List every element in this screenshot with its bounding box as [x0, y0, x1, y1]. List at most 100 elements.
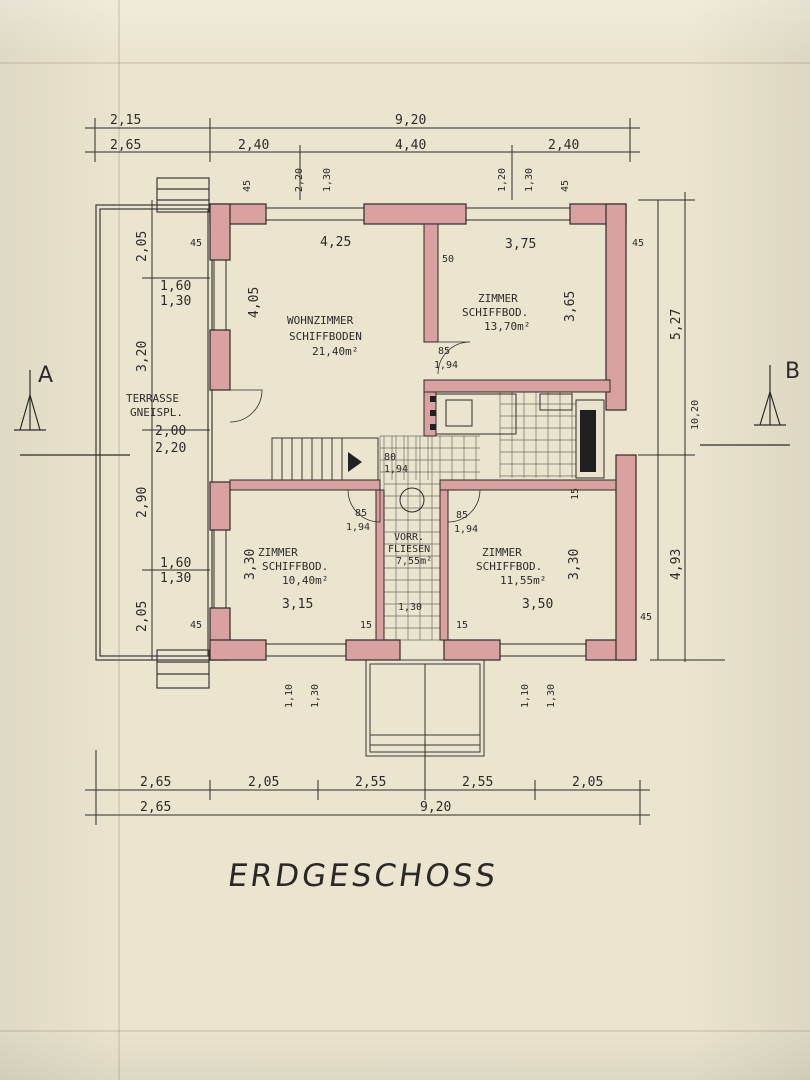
door-label: 1,94	[384, 464, 408, 475]
room-se-width: 3,50	[522, 597, 553, 612]
wall-label: 45	[640, 612, 652, 623]
bottom-dimension-lines	[85, 740, 650, 825]
room-se-name: ZIMMER	[482, 546, 522, 559]
dim-left: 2,05	[135, 601, 150, 632]
dim-top: 2,40	[238, 138, 269, 153]
terrace-floor: GNEISPL.	[130, 406, 183, 419]
exterior-walls	[209, 203, 637, 661]
bathtub-icon	[580, 410, 596, 472]
room-living-depth: 4,05	[247, 287, 262, 318]
dim-left: 1,30	[160, 571, 191, 586]
dim-top: 2,15	[110, 113, 141, 128]
wall-label: 15	[570, 488, 581, 500]
door-label: 80	[384, 452, 396, 463]
room-ne-name: ZIMMER	[478, 292, 518, 305]
door-label: 1,94	[346, 522, 370, 533]
dim-right: 5,27	[669, 309, 684, 340]
room-se-depth: 3,30	[567, 549, 582, 580]
room-se-floor: SCHIFFBOD.	[476, 560, 542, 573]
door-label: 1,94	[454, 524, 478, 535]
dim-window: 1,30	[310, 684, 321, 708]
dim-left: 1,60	[160, 279, 191, 294]
dim-bottom: 2,55	[355, 775, 386, 790]
fold-line	[0, 62, 810, 64]
wall-label: 15	[360, 620, 372, 631]
dim-window: 1,30	[524, 168, 535, 192]
wall-label: 45	[560, 180, 571, 192]
wall-label: 45	[632, 238, 644, 249]
dim-left: 1,30	[160, 294, 191, 309]
dim-bottom: 2,65	[140, 800, 171, 815]
section-marker-b	[700, 365, 790, 446]
dim-left: 2,05	[135, 231, 150, 262]
hall-width: 1,30	[398, 602, 422, 613]
dim-bottom: 2,05	[572, 775, 603, 790]
room-living-name: WOHNZIMMER	[287, 314, 354, 327]
door-label: 85	[438, 346, 450, 357]
drawing-title: ERDGESCHOSS	[225, 858, 501, 894]
dim-top: 4,40	[395, 138, 426, 153]
dim-bottom-total: 9,20	[420, 800, 451, 815]
door-label: 85	[355, 508, 367, 519]
dim-top: 2,65	[110, 138, 141, 153]
dim-left: 2,00	[155, 424, 186, 439]
hall-name: VORR.	[394, 532, 424, 543]
room-ne-depth: 3,65	[563, 291, 578, 322]
terrace-outline	[95, 177, 213, 689]
top-dimension-lines	[85, 118, 640, 200]
dim-left: 1,60	[160, 556, 191, 571]
room-sw-name: ZIMMER	[258, 546, 298, 559]
windows	[213, 207, 586, 657]
dim-top-total: 9,20	[395, 113, 426, 128]
room-se-area: 11,55m²	[500, 574, 546, 587]
stair-arrow-icon	[348, 452, 362, 472]
dim-window: 1,10	[284, 684, 295, 708]
section-label-a: A	[38, 363, 53, 388]
right-dimension-lines	[638, 192, 725, 662]
room-ne-area: 13,70m²	[484, 320, 530, 333]
dim-bottom: 2,05	[248, 775, 279, 790]
section-marker-a	[14, 370, 130, 456]
wall-label: 45	[190, 620, 202, 631]
dim-left: 2,20	[155, 441, 186, 456]
terrace-name: TERRASSE	[126, 392, 179, 405]
room-living-area: 21,40m²	[312, 345, 358, 358]
dim-right: 4,93	[669, 549, 684, 580]
left-dimension-lines	[142, 200, 210, 660]
dim-left: 3,20	[135, 341, 150, 372]
wall-label: 15	[456, 620, 468, 631]
door-label: 85	[456, 510, 468, 521]
dim-window: 2,20	[294, 168, 305, 192]
hall-area: 7,55m²	[396, 556, 432, 567]
room-ne-floor: SCHIFFBOD.	[462, 306, 528, 319]
dim-window: 1,20	[497, 168, 508, 192]
wall-label: 45	[242, 180, 253, 192]
room-sw-depth: 3,30	[243, 549, 258, 580]
room-living-floor: SCHIFFBODEN	[289, 330, 362, 343]
wall-label: 45	[190, 238, 202, 249]
room-sw-area: 10,40m²	[282, 574, 328, 587]
dim-left: 2,90	[135, 487, 150, 518]
indoor-stairs	[271, 437, 379, 487]
hall-floor: FLIESEN	[388, 544, 430, 555]
hall-symbol-icon	[399, 487, 425, 513]
room-sw-floor: SCHIFFBOD.	[262, 560, 328, 573]
fold-line	[118, 0, 120, 1080]
dim-window: 1,30	[546, 684, 557, 708]
dim-bottom: 2,65	[140, 775, 171, 790]
wall-label: 50	[442, 254, 454, 265]
dim-window: 1,30	[322, 168, 333, 192]
room-living-width: 4,25	[320, 235, 351, 250]
door-label: 1,94	[434, 360, 458, 371]
room-ne-width: 3,75	[505, 237, 536, 252]
fold-line	[0, 1030, 810, 1032]
dim-right: 10,20	[690, 400, 701, 430]
dim-bottom: 2,55	[462, 775, 493, 790]
room-sw-width: 3,15	[282, 597, 313, 612]
dim-window: 1,10	[520, 684, 531, 708]
door-swings	[229, 341, 481, 523]
dim-top: 2,40	[548, 138, 579, 153]
section-label-b: B	[785, 359, 800, 384]
